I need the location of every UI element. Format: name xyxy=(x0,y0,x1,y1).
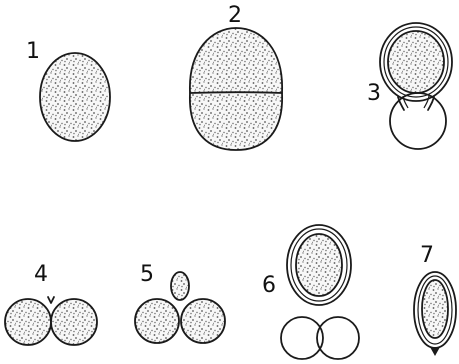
figure-1-number: 1 xyxy=(26,39,40,64)
figure-2-cell xyxy=(190,28,282,150)
figure-5-cell-right xyxy=(181,299,225,343)
figure-5-cell-left xyxy=(135,299,179,343)
figure-4: 4 xyxy=(5,262,97,345)
figure-6: 6 xyxy=(262,225,359,359)
figure-4-number: 4 xyxy=(34,262,48,287)
figure-3-cell xyxy=(388,31,444,93)
figure-6-cell xyxy=(296,234,342,296)
figure-3-inner-neck xyxy=(403,96,429,108)
figure-2: 2 xyxy=(190,3,282,150)
figure-3-number: 3 xyxy=(367,81,381,106)
figure-7-tip xyxy=(430,347,440,356)
figure-5-number: 5 xyxy=(140,262,154,287)
figure-4-notch xyxy=(48,297,54,303)
figure-5: 5 xyxy=(135,262,225,343)
figure-6-number: 6 xyxy=(262,273,276,298)
figure-2-number: 2 xyxy=(228,3,242,28)
figure-4-cell-left xyxy=(5,299,51,345)
figure-4-cell-right xyxy=(51,299,97,345)
figure-7-number: 7 xyxy=(420,243,434,268)
figure-2-division-line xyxy=(190,92,282,93)
figure-1: 1 xyxy=(26,39,110,141)
figure-3: 3 xyxy=(367,23,452,149)
figure-7-cell xyxy=(422,280,448,338)
figure-5-bud xyxy=(171,272,189,300)
figure-7: 7 xyxy=(414,243,456,356)
figure-1-cell xyxy=(40,53,110,141)
